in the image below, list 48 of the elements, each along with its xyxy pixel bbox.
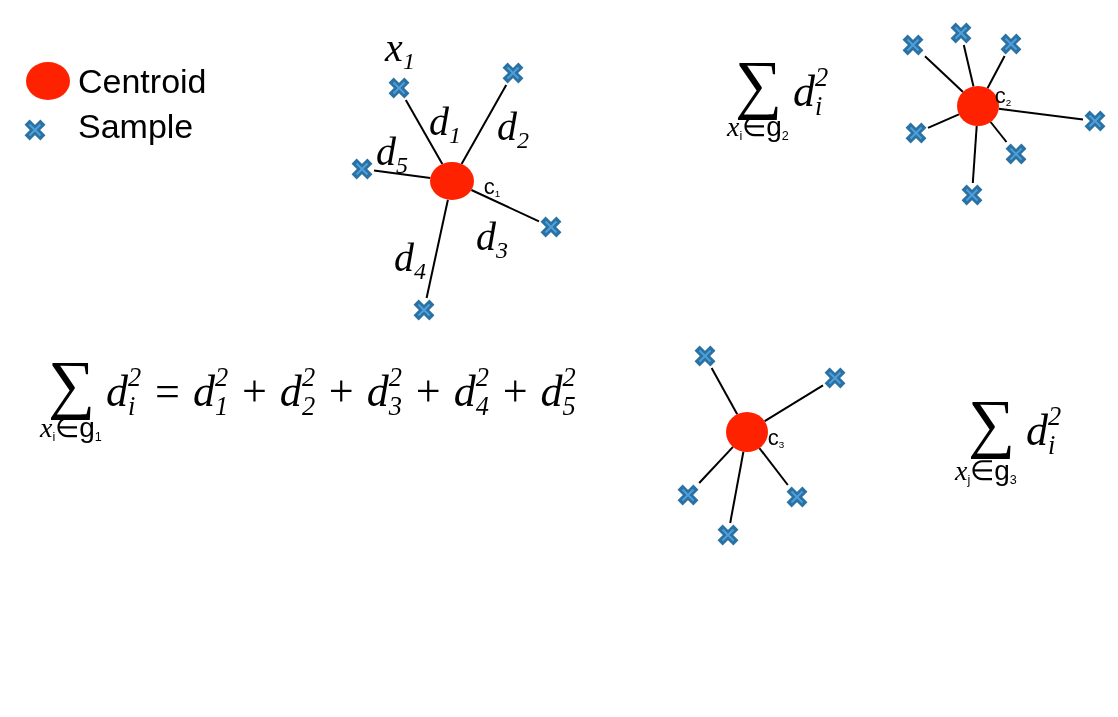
connector-line [404,99,444,165]
edge-label: d$_{4}$ [394,238,426,278]
cross-icon [716,523,740,547]
sample-label: x$_{1}$ [385,28,415,68]
cross-icon [960,183,984,207]
connector-line [698,445,734,484]
dot-icon [430,162,474,200]
cross-icon [1083,109,1107,133]
cross-icon [823,366,847,390]
connector-line [971,125,978,184]
connector-line [989,121,1008,143]
legend-label: Centroid [78,64,207,98]
connector-line [758,447,789,486]
edge-label: d$_{1}$ [429,102,461,142]
cross-icon [693,344,717,368]
cross-icon [676,483,700,507]
cross-icon [539,215,563,239]
edge-label: d$_{3}$ [476,217,508,257]
cross-icon [901,33,925,57]
connector-line [460,84,508,165]
connector-line [763,384,824,423]
dot-icon [726,412,768,452]
cross-icon [785,485,809,509]
connector-line [710,367,739,416]
connector-line [997,107,1084,121]
centroid-label: c$_{1}$ [483,176,501,198]
cross-icon [412,298,436,322]
legend-label: Sample [78,109,194,143]
connector-line [927,113,960,129]
cross-icon [387,76,411,100]
summation-index: x$_{j}$∈g$_{3}$ [955,457,1017,485]
connector-line [373,169,432,180]
edge-label: d$_{5}$ [376,132,408,172]
edge-label: d$_{2}$ [497,107,529,147]
cross-icon [999,32,1023,56]
cross-icon [350,157,374,181]
cross-icon [1004,142,1028,166]
centroid-label: c$_{3}$ [767,427,785,449]
centroid-label: c$_{2}$ [994,85,1012,107]
connector-line [962,44,975,88]
connector-line [986,55,1006,90]
cross-icon [949,21,973,45]
connector-line [924,55,964,93]
cross-icon [904,121,928,145]
connector-line [729,450,745,524]
connector-line [470,189,540,223]
cross-icon [501,61,525,85]
connector-line [425,198,449,299]
